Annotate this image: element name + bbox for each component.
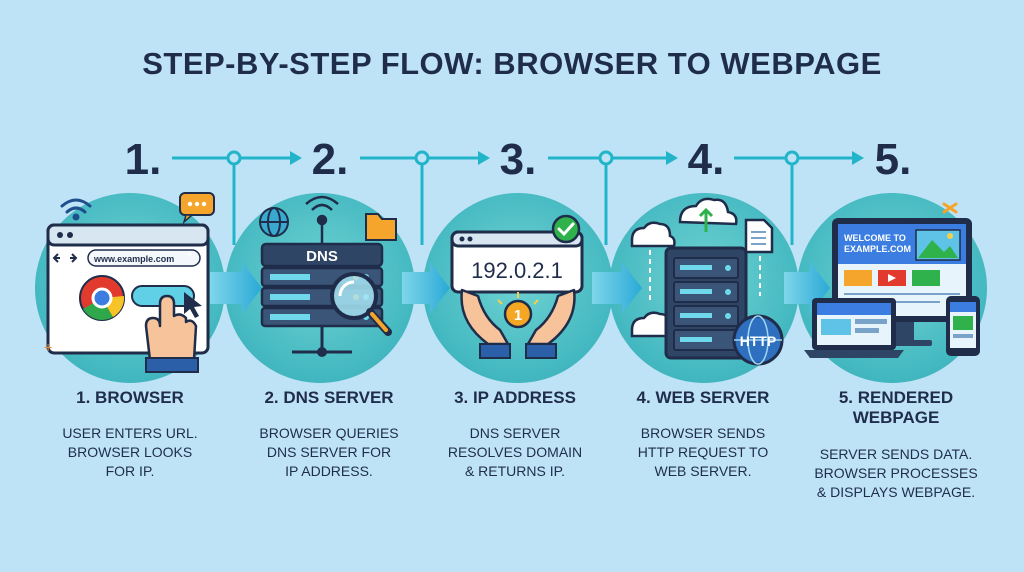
step-description-4: BROWSER SENDS HTTP REQUEST TO WEB SERVER… [637, 425, 769, 479]
phone-icon [946, 296, 980, 356]
screen-welcome-text: WELCOME TO EXAMPLE.COM [844, 233, 911, 254]
browser-window-icon: www.example.com + + [44, 192, 215, 373]
coin-badge-icon: 1 [497, 292, 539, 329]
connector-nodes [226, 150, 800, 166]
landscape-image-icon [915, 229, 961, 261]
step-title-3: 3. IP ADDRESS [454, 388, 576, 407]
http-globe-icon: HTTP [732, 314, 784, 366]
folder-icon [365, 213, 397, 241]
step-title-1: 1. BROWSER [76, 388, 184, 407]
laptop-icon [804, 298, 904, 358]
antenna-icon [305, 195, 339, 244]
step-numeral-1: 1. [125, 135, 162, 184]
globe-icon [259, 207, 289, 237]
step-numeral-4: 4. [688, 135, 725, 184]
step-description-3: DNS SERVER RESOLVES DOMAIN & RETURNS IP. [447, 425, 583, 479]
ip-address-icon: 192.0.2.1 1 [450, 214, 584, 359]
document-icon [744, 218, 774, 254]
ip-address-text: 192.0.2.1 [471, 258, 563, 283]
step-description-2: BROWSER QUERIES DNS SERVER FOR IP ADDRES… [259, 425, 399, 479]
pointing-hand-icon [144, 294, 199, 373]
dns-server-icon: DNS [259, 195, 397, 357]
step-description-5: SERVER SENDS DATA. BROWSER PROCESSES & D… [814, 446, 978, 500]
http-label: HTTP [740, 333, 777, 349]
sparkle-icon [942, 202, 958, 214]
sparkle-icon: + [44, 339, 52, 355]
step-title-4: 4. WEB SERVER [636, 388, 770, 407]
top-connector-arrowheads [290, 151, 864, 165]
wifi-icon [60, 198, 92, 221]
step-numeral-2: 2. [312, 135, 349, 184]
step-numeral-3: 3. [500, 135, 537, 184]
browser-logo-icon [79, 275, 125, 321]
step-numeral-5: 5. [875, 135, 912, 184]
coin-label: 1 [514, 307, 522, 324]
check-badge-icon [551, 214, 581, 244]
step-description-1: USER ENTERS URL. BROWSER LOOKS FOR IP. [62, 425, 198, 479]
dns-label: DNS [306, 248, 338, 265]
rendered-webpage-icon: WELCOME TO EXAMPLE.COM [804, 202, 980, 358]
sparkle-icon: + [186, 247, 193, 261]
address-bar-text: www.example.com [93, 254, 174, 264]
step-title-5: 5. RENDERED WEBPAGE [838, 388, 954, 427]
page-title: STEP-BY-STEP FLOW: BROWSER TO WEBPAGE [142, 46, 882, 81]
mouse-cursor-icon [184, 292, 202, 318]
chat-bubble-icon [179, 192, 215, 225]
step-title-2: 2. DNS SERVER [264, 388, 394, 407]
magnifier-icon [330, 272, 392, 336]
web-server-icon: HTTP [630, 197, 784, 366]
